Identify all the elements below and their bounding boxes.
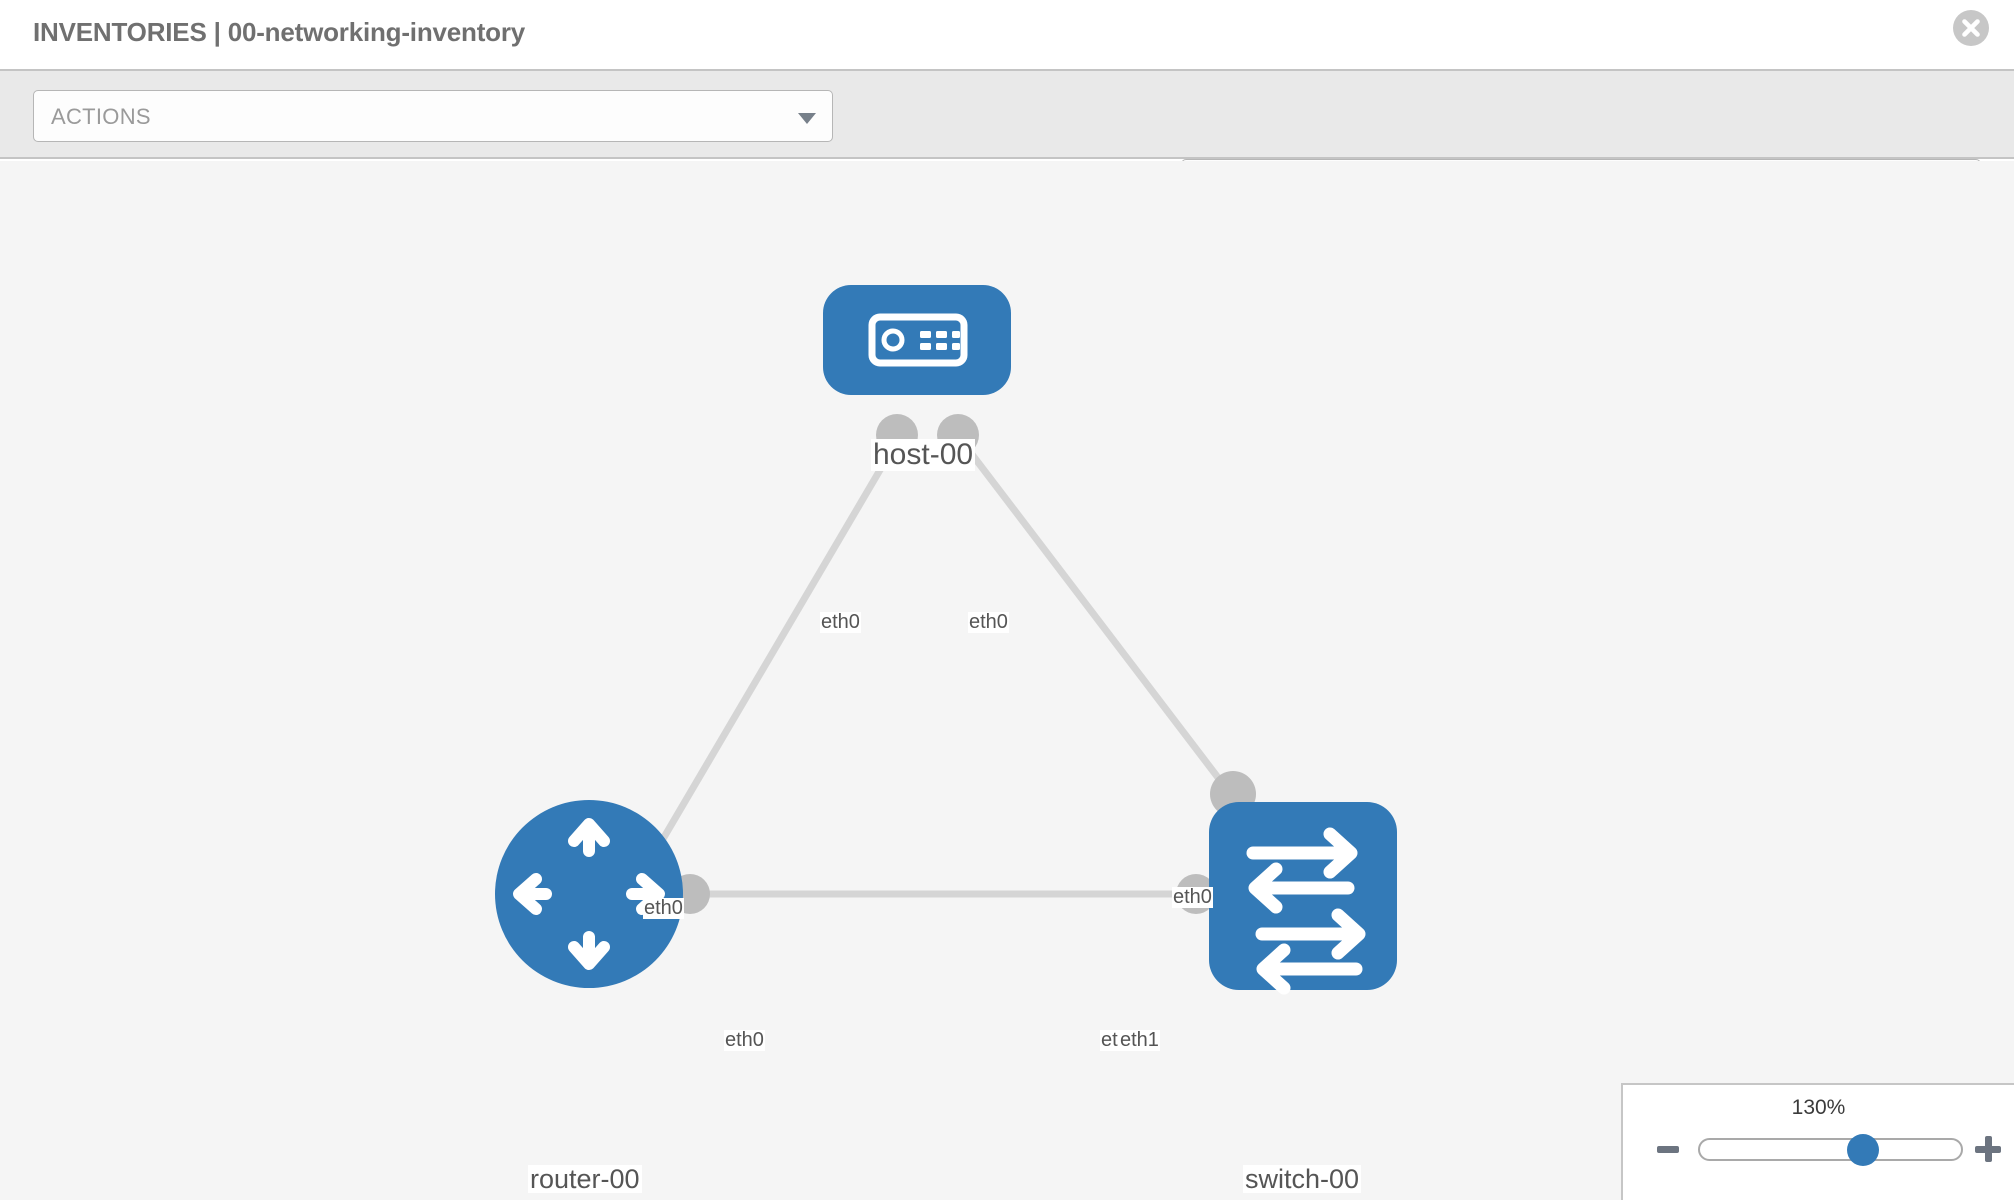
host-node-body[interactable]: [823, 285, 1011, 395]
interface-label-switch-up[interactable]: eth0: [1172, 886, 1213, 908]
page-title: INVENTORIES | 00-networking-inventory: [33, 17, 526, 47]
link-host-switch[interactable]: [955, 433, 1235, 799]
zoom-in-icon[interactable]: [1975, 1136, 2001, 1162]
interface-label-router-right[interactable]: eth0: [724, 1029, 765, 1051]
toolbar: ACTIONS SEARCH: [0, 69, 2014, 211]
close-circle-glyph: [1953, 10, 1989, 46]
server-appliance-icon: [868, 313, 968, 367]
interface-label-host-right[interactable]: eth0: [968, 611, 1009, 633]
link-host-router[interactable]: [656, 434, 904, 846]
zoom-percent-label: 130%: [1791, 1096, 1846, 1119]
topology-graph: [495, 285, 1397, 995]
router-node-body[interactable]: [495, 800, 683, 988]
topology-links: [656, 433, 1235, 898]
zoom-slider-thumb[interactable]: [1847, 1134, 1879, 1166]
actions-dropdown-label: ACTIONS: [51, 104, 151, 129]
switch-arrows-icon: [1246, 827, 1366, 995]
zoom-control-panel: 130%: [1621, 1083, 2014, 1200]
node-label-switch-00[interactable]: switch-00: [1243, 1164, 1362, 1194]
zoom-slider-track[interactable]: [1698, 1134, 1963, 1166]
page-header: INVENTORIES | 00-networking-inventory: [0, 0, 2014, 69]
node-label-router-00[interactable]: router-00: [528, 1164, 642, 1194]
node-label-host-00[interactable]: host-00: [871, 438, 976, 471]
node-router-00[interactable]: [495, 800, 683, 988]
zoom-out-icon[interactable]: [1657, 1146, 1679, 1153]
zoom-slider-row: [1623, 1132, 2014, 1174]
node-host-00[interactable]: [823, 285, 1011, 395]
interface-label-host-left[interactable]: eth0: [820, 611, 861, 633]
topology-endpoints: [670, 414, 1256, 914]
interface-label-switch-eth1[interactable]: eth1: [1119, 1029, 1160, 1051]
interface-label-router-up[interactable]: eth0: [643, 897, 684, 919]
topology-canvas[interactable]: host-00 router-00 switch-00 eth0 eth0 et…: [0, 161, 2014, 1200]
switch-node-body[interactable]: [1209, 802, 1397, 990]
actions-dropdown[interactable]: ACTIONS: [33, 90, 833, 142]
chevron-down-icon: [798, 113, 816, 124]
close-icon[interactable]: [1952, 9, 1990, 47]
node-switch-00[interactable]: [1209, 802, 1397, 995]
